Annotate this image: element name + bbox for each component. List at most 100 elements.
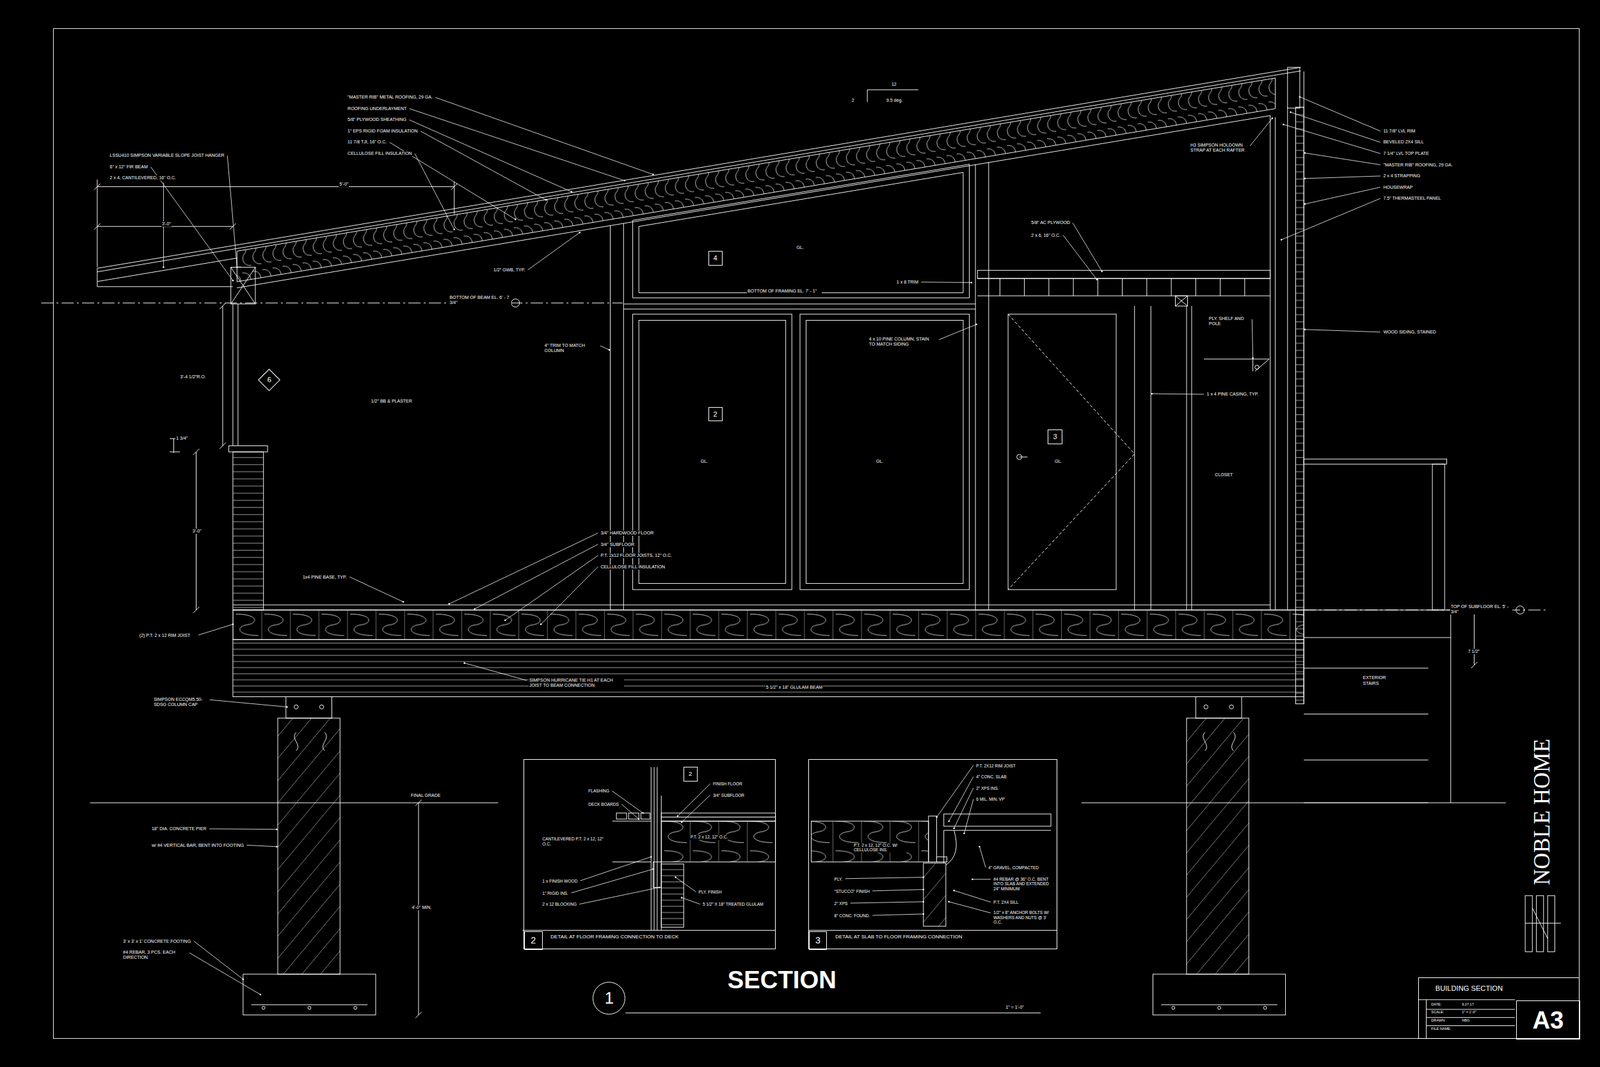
floor-framing-part: [232, 609, 1304, 640]
loft-part: [977, 270, 1270, 279]
leader-dot: [540, 623, 543, 626]
loft-part: [1255, 365, 1259, 370]
detail-annotation: 1" RIGID INS.: [542, 890, 569, 896]
reference-lines-part: [1516, 606, 1525, 615]
leader-line: [349, 576, 404, 602]
leader-line: [189, 952, 261, 995]
deck-part: [1432, 464, 1445, 610]
floor-framing-part: [1229, 704, 1234, 709]
callout-diamond: 6: [257, 368, 281, 392]
leader-line: [474, 544, 599, 609]
annotation-label: 2 x 6, 16" O.C.: [1030, 232, 1062, 239]
detail-annotation: 4" CONC. SLAB: [975, 774, 1007, 780]
leader-dot: [545, 199, 548, 201]
sheet-border-part: [53, 28, 1579, 1039]
leader-dot: [947, 901, 950, 904]
leader-dot: [275, 828, 278, 831]
leader-line: [850, 901, 924, 904]
leader-dot: [1304, 152, 1307, 155]
leader-dot: [680, 896, 683, 899]
dimension-lines-part: [219, 302, 226, 449]
leader-line: [675, 877, 697, 893]
leader-line: [845, 877, 924, 879]
roof-assembly-part: [231, 267, 256, 304]
foundation-part: [261, 1006, 265, 1010]
leader-dot: [402, 600, 405, 603]
leader-dot: [638, 817, 640, 820]
annotation-label: 5/8" PLYWOOD SHEATHING: [346, 117, 408, 123]
title-block-field: NBG: [1461, 1018, 1471, 1023]
detail-annotation: P.T. 2X4 SILL: [992, 899, 1019, 905]
annotation-label: 6" x 12" FIR BEAM: [109, 164, 149, 170]
node-text: 6: [267, 375, 272, 384]
annotation-label: 11 7/8" LVL RIM: [1382, 128, 1416, 134]
windows-and-doors-part: [638, 320, 786, 584]
leader-dot: [608, 348, 611, 351]
leader-line: [1304, 329, 1381, 333]
section-title: SECTION: [727, 966, 837, 994]
loft-part: [1175, 295, 1188, 306]
leader-dot: [952, 827, 955, 830]
detail-2-drawing-part: [612, 821, 652, 863]
node-text: 4: [713, 254, 718, 262]
leader-line: [209, 828, 277, 830]
detail-3-drawing: [808, 814, 1058, 931]
leader-dot: [1271, 117, 1274, 120]
detail-number-box: 2: [524, 931, 543, 950]
leader-line: [1063, 234, 1097, 280]
leader-line: [198, 624, 233, 635]
windows-and-doors-part: [623, 304, 976, 310]
roof-assembly-part: [97, 268, 233, 287]
leader-dot: [242, 978, 245, 981]
leader-dot: [963, 832, 966, 835]
leader-dot: [1299, 96, 1302, 98]
annotation-label: 2: [851, 97, 856, 104]
floor-framing-part: [294, 704, 299, 709]
windows-and-doors-part: [806, 320, 964, 584]
detail-annotation: 1 x FINISH WOOD: [542, 878, 579, 884]
detail-3-drawing-part: [944, 830, 957, 865]
annotation-label: PLY. SHELF AND POLE: [1208, 316, 1251, 327]
leader-dot: [162, 266, 165, 269]
leader-dot: [680, 821, 683, 824]
leader-line: [1072, 222, 1103, 272]
leader-dot: [232, 623, 235, 626]
section-circle: 1: [592, 981, 626, 1015]
windows-and-doors-part: [1008, 314, 1135, 590]
annotation-label: CELLULOSE FILL INSULATION: [346, 151, 413, 157]
detail-annotation: 8" CONC. FOUND.: [833, 913, 872, 919]
leader-line: [920, 281, 972, 283]
detail-annotation: 1/2" x 8" ANCHOR BOLTS W/ WASHERS AND NU…: [992, 910, 1056, 925]
annotation-label: HOUSEWRAP: [1382, 184, 1414, 191]
leader-dot: [514, 218, 517, 221]
leader-line: [600, 345, 610, 350]
node-text: 2: [530, 935, 536, 946]
loft: [977, 270, 1270, 372]
company-logo-part: [1547, 895, 1555, 952]
detail-annotation: P.T. 2 x 12, 12" O.C. W/ CELLULOSE INS.: [853, 842, 916, 853]
annotation-label: GL.: [1054, 458, 1063, 464]
annotation-label: 2 x 4, CANTILEVERED, 16" O.C.: [109, 175, 177, 181]
detail-annotation: "STUCCO" FINISH: [833, 888, 871, 895]
leader-line: [949, 901, 991, 914]
annotation-label: FINAL GRADE: [410, 792, 442, 799]
leader-line: [979, 846, 986, 868]
leader-dot: [1280, 238, 1283, 241]
detail-2-drawing-part: [640, 812, 650, 820]
foundation-part: [1263, 1006, 1267, 1010]
annotation-label: "MASTER RIB" ROOFING, 29 GA.: [1382, 162, 1453, 168]
leader-dot: [453, 228, 456, 231]
leader-line: [1281, 198, 1381, 240]
annotation-label: #4 REBAR, 3 PCS. EACH DIRECTION: [122, 949, 187, 960]
detail-3-drawing-part: [811, 821, 929, 863]
annotation-label: BEVELED 2X4 SILL: [1382, 139, 1424, 145]
foundation-part: [251, 1004, 368, 1005]
title-block-field: DRAWN:: [1430, 1018, 1446, 1023]
annotation-label: 1 x 8 TRIM: [896, 279, 920, 285]
leader-line: [408, 119, 572, 192]
leader-line: [435, 97, 653, 175]
floor-framing-part: [1203, 704, 1208, 709]
